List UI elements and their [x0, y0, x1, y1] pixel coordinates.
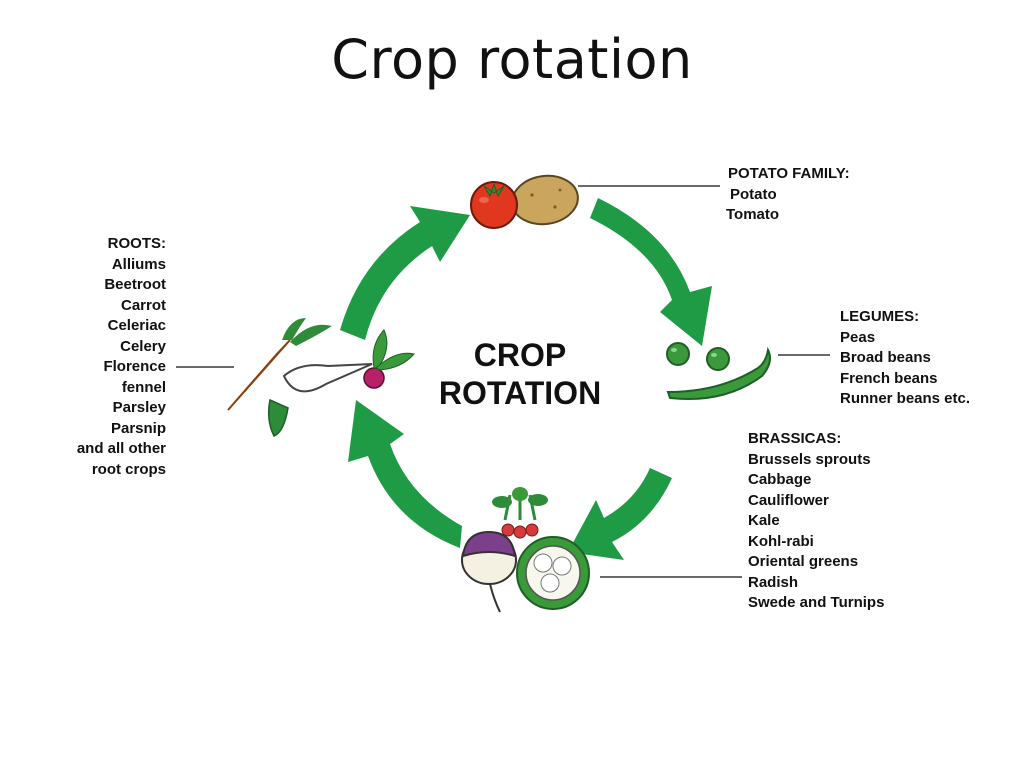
roots-group: ROOTS: Alliums Beetroot Carrot Celeriac … — [77, 234, 166, 480]
list-item: Swede and Turnips — [748, 594, 885, 611]
list-item: and all other — [76, 440, 166, 457]
legumes-group: LEGUMES: Peas Broad beans French beans R… — [840, 307, 970, 410]
potato-icon — [511, 174, 579, 226]
turnip-icon — [461, 530, 517, 613]
roots-illustration — [227, 318, 415, 437]
brassicas-heading: BRASSICAS: — [748, 430, 842, 447]
list-item: Alliums — [111, 255, 166, 273]
list-item: Oriental greens — [748, 553, 859, 570]
list-item: Beetroot — [104, 276, 166, 293]
potato-family-group: POTATO FAMILY: Potato Tomato — [726, 164, 850, 226]
arrow-legumes-to-brassicas — [568, 468, 672, 560]
tomato-icon — [470, 181, 518, 229]
beetroot-icon — [363, 329, 415, 389]
cauliflower-icon — [516, 536, 590, 610]
arrow-brassicas-to-roots — [348, 400, 462, 548]
center-label-line2: ROTATION — [438, 375, 602, 411]
parsnip-icon — [267, 363, 373, 437]
leader-lines — [176, 185, 830, 578]
list-item: Radish — [748, 573, 799, 591]
list-item: Cauliflower — [748, 491, 829, 509]
page-title: Crop rotation — [331, 28, 693, 91]
carrot-icon — [227, 318, 332, 411]
center-label: CROP ROTATION — [420, 336, 620, 412]
pea-pod-icon — [666, 346, 771, 401]
list-item: Broad beans — [840, 349, 931, 366]
cycle-arrows — [340, 198, 712, 560]
list-item: Carrot — [120, 296, 166, 314]
list-item: Parsnip — [110, 419, 166, 437]
radish-icon — [492, 487, 548, 539]
list-item: Potato — [730, 185, 777, 203]
list-item: root crops — [91, 460, 166, 478]
legumes-illustration — [666, 342, 771, 401]
list-item: Parsley — [112, 399, 166, 416]
arrow-roots-to-potato — [340, 206, 470, 340]
potato-family-heading: POTATO FAMILY: — [728, 165, 850, 182]
list-item: Tomato — [726, 206, 780, 223]
list-item: Brussels sprouts — [748, 450, 871, 468]
arrow-potato-to-legumes — [590, 198, 712, 346]
legumes-heading: LEGUMES: — [840, 308, 920, 325]
list-item: Peas — [840, 328, 876, 346]
list-item: Celeriac — [107, 317, 166, 334]
list-item: Cabbage — [748, 471, 812, 488]
list-item: Kohl-rabi — [748, 532, 814, 550]
list-item: Runner beans etc. — [840, 390, 971, 407]
list-item: Kale — [748, 512, 780, 529]
center-label-line1: CROP — [473, 337, 567, 373]
list-item: Celery — [120, 337, 166, 355]
list-item: French beans — [840, 369, 938, 387]
peas-icon — [666, 342, 730, 371]
list-item: fennel — [121, 378, 166, 396]
roots-heading: ROOTS: — [107, 235, 166, 252]
potato-family-illustration — [470, 174, 579, 229]
brassicas-group: BRASSICAS: Brussels sprouts Cabbage Caul… — [748, 429, 884, 614]
list-item: Florence — [103, 358, 166, 375]
brassicas-illustration — [461, 487, 590, 613]
